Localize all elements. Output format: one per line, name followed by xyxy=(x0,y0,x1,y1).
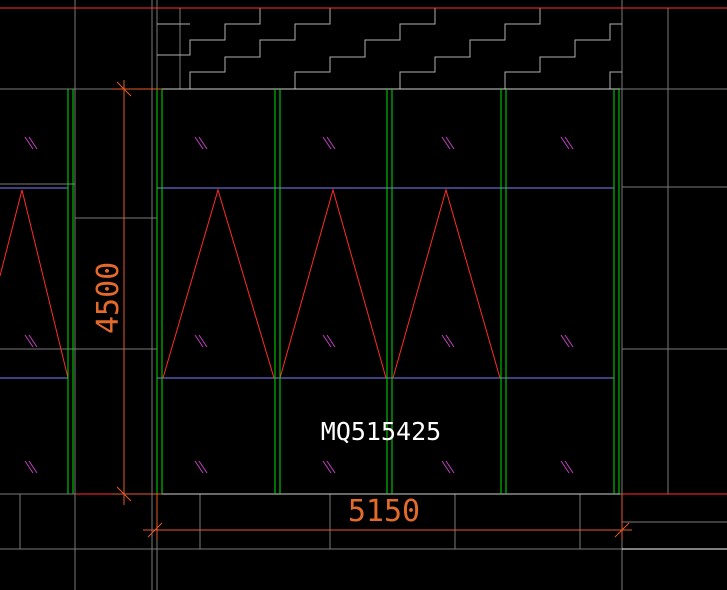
hatch-stroke xyxy=(28,334,38,348)
horizontal-dimension xyxy=(143,494,632,540)
hatch-stroke xyxy=(24,136,34,150)
hatch-stroke xyxy=(194,136,204,150)
hatch-stroke xyxy=(445,136,455,150)
hatch-stroke xyxy=(560,136,570,150)
hatch-stroke xyxy=(441,136,451,150)
hatch-stroke xyxy=(326,334,336,348)
dimension-height-text: 4500 xyxy=(91,262,126,334)
panel-tag-label: MQ515425 xyxy=(321,417,441,446)
stair-pattern xyxy=(157,8,622,90)
hatch-stroke xyxy=(560,460,570,474)
hatch-stroke xyxy=(441,460,451,474)
vertical-dimension xyxy=(112,80,162,505)
hatch-stroke xyxy=(198,460,208,474)
dimension-width-text: 5150 xyxy=(348,494,420,529)
hatch-stroke xyxy=(24,460,34,474)
mullions xyxy=(67,89,620,494)
hatch-stroke xyxy=(194,460,204,474)
hatch-stroke xyxy=(326,136,336,150)
opening-1 xyxy=(162,188,275,379)
hatch-stroke xyxy=(322,136,332,150)
opening-3 xyxy=(392,188,501,379)
hatch-stroke xyxy=(445,334,455,348)
hatch-stroke xyxy=(28,460,38,474)
hatch-stroke xyxy=(322,334,332,348)
opening-left-partial xyxy=(0,189,69,379)
hatch-stroke xyxy=(564,460,574,474)
hatch-stroke xyxy=(564,334,574,348)
opening-2 xyxy=(279,188,387,379)
hatch-stroke xyxy=(198,334,208,348)
hatch-stroke xyxy=(564,136,574,150)
hatch-stroke xyxy=(441,334,451,348)
hatch-stroke xyxy=(194,334,204,348)
opening-symbols xyxy=(0,188,501,379)
elevation-frame xyxy=(160,88,620,495)
hatch-stroke xyxy=(24,334,34,348)
hatch-stroke xyxy=(198,136,208,150)
hatch-stroke xyxy=(322,460,332,474)
glass-hatch-markers xyxy=(24,136,574,474)
hatch-stroke xyxy=(28,136,38,150)
hatch-stroke xyxy=(326,460,336,474)
hatch-stroke xyxy=(445,460,455,474)
hatch-stroke xyxy=(560,334,570,348)
